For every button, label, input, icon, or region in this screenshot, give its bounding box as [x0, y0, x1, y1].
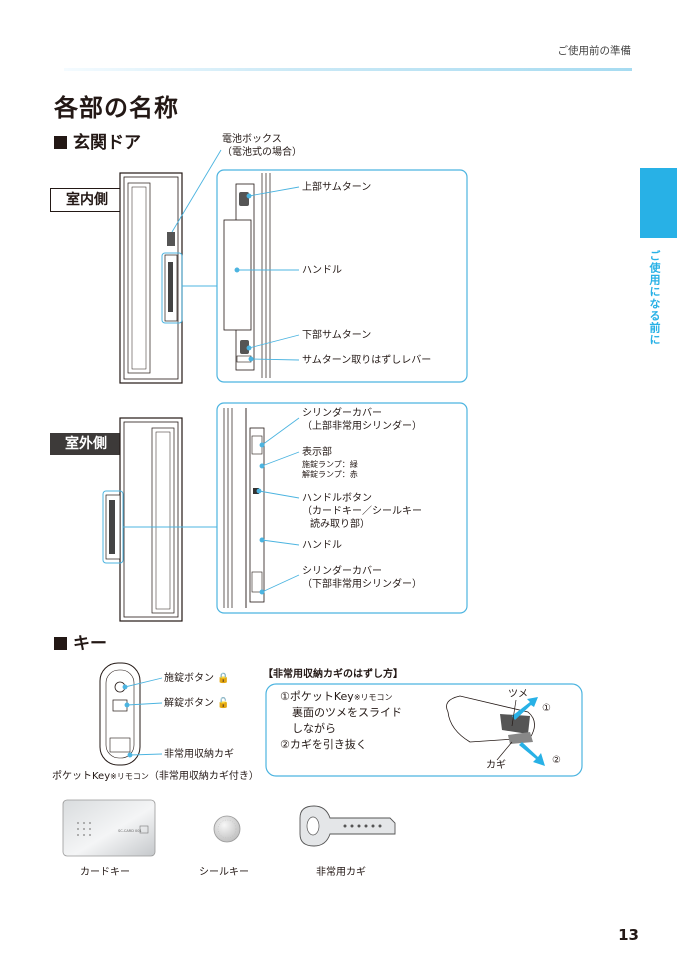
step1-small: ※リモコン: [353, 693, 393, 702]
inside-door-illustration: [119, 172, 183, 384]
removal-steps: ①ポケットKey※リモコン 裏面のツメをスライド しながら ②カギを引き抜く: [280, 689, 402, 753]
label-lock-button: 施錠ボタン 🔒: [164, 672, 230, 685]
inside-leaders: [234, 186, 300, 362]
pocket-key-remote-illustration: [99, 662, 141, 766]
emergency-key-illustration: [299, 805, 396, 847]
step1-text: ①ポケットKey: [280, 690, 354, 703]
page-title: 各部の名称: [54, 94, 179, 122]
lower-cover-note: （下部非常用シリンダー）: [302, 579, 422, 590]
removal-step2: ②カギを引き抜く: [280, 738, 367, 751]
card-key-illustration: SC-CARD 001: [62, 799, 156, 857]
label-emergency-key-storage: 非常用収納カギ: [164, 749, 234, 760]
outside-door-illustration: [105, 417, 183, 622]
card-key-print: SC-CARD 001: [118, 829, 142, 833]
pocket-key-suffix: （非常用収納カギ付き）: [148, 771, 259, 782]
inside-detail-illustration: [223, 173, 271, 378]
unlock-button-text: 解錠ボタン: [164, 698, 214, 709]
bullet-square-icon: [54, 136, 67, 149]
battery-box-note: （電池式の場合）: [222, 147, 302, 158]
key-section-title: キー: [73, 634, 107, 654]
inside-tag: 室内側: [50, 188, 124, 212]
label-lock-lamp: 施錠ランプ：緑: [302, 460, 358, 469]
inside-detail-box: [216, 169, 468, 383]
pocket-key-name: ポケットKey: [52, 771, 111, 782]
lower-cover-title: シリンダーカバー: [302, 566, 382, 577]
label-thumb-turn-release-lever: サムターン取りはずしレバー: [302, 355, 432, 366]
label-tab: ツメ: [508, 689, 528, 700]
label-unlock-button: 解錠ボタン 🔓: [164, 697, 230, 710]
handle-button-title: ハンドルボタン: [302, 493, 372, 504]
removal-step1-line2: 裏面のツメをスライド: [292, 706, 402, 719]
label-key: カギ: [486, 760, 506, 771]
key-leader: [496, 741, 513, 761]
bullet-square-icon: [54, 637, 67, 650]
side-tab-label: ご使用になる前に: [648, 250, 661, 346]
label-upper-thumb-turn: 上部サムターン: [302, 182, 372, 193]
running-header: ご使用前の準備: [557, 45, 632, 57]
seal-key-illustration: [213, 815, 241, 843]
label-seal-key: シールキー: [199, 867, 249, 878]
upper-cover-note: （上部非常用シリンダー）: [302, 421, 422, 432]
lock-icon: 🔒: [217, 673, 230, 684]
remote-removal-illustration: [446, 695, 535, 744]
key-leaders: [122, 677, 163, 758]
label-step-1: ①: [542, 703, 551, 714]
tab-leader: [511, 699, 517, 727]
label-emergency-key: 非常用カギ: [316, 867, 366, 878]
label-display: 表示部: [302, 447, 332, 458]
upper-cover-title: シリンダーカバー: [302, 408, 382, 419]
pull-arrow-icon: [519, 742, 545, 766]
slide-arrow-icon: [512, 697, 538, 720]
label-lower-cylinder-cover: シリンダーカバー （下部非常用シリンダー）: [302, 565, 422, 591]
pocket-key-small: ※リモコン: [110, 772, 149, 781]
handle-button-note1: （カードキー／シールキー: [302, 506, 422, 517]
inside-handle-highlight: [161, 252, 183, 324]
battery-box-title: 電池ボックス: [222, 134, 282, 145]
label-handle-button: ハンドルボタン （カードキー／シールキー 読み取り部）: [302, 492, 422, 531]
key-section-heading: キー: [54, 629, 107, 654]
door-section-title: 玄関ドア: [73, 133, 141, 153]
label-step-2: ②: [552, 755, 561, 766]
label-upper-cylinder-cover: シリンダーカバー （上部非常用シリンダー）: [302, 407, 422, 433]
label-lower-thumb-turn: 下部サムターン: [302, 330, 372, 341]
removal-step1-line3: しながら: [292, 722, 336, 735]
outside-leaders: [256, 417, 300, 595]
page-number: 13: [618, 926, 639, 944]
outside-detail-box: [216, 402, 468, 614]
side-tab-marker: [640, 168, 677, 238]
outside-detail-illustration: [223, 408, 265, 608]
removal-step1-line1: ①ポケットKey※リモコン: [280, 689, 402, 705]
removal-title: 【非常用収納カギのはずし方】: [263, 669, 403, 680]
outside-tag: 室外側: [50, 433, 122, 455]
label-unlock-lamp: 解錠ランプ：赤: [302, 470, 358, 479]
header-rule: [64, 68, 632, 71]
door-section-heading: 玄関ドア: [54, 128, 141, 153]
battery-box-label: 電池ボックス （電池式の場合）: [222, 133, 302, 159]
lock-button-text: 施錠ボタン: [164, 673, 214, 684]
pocket-key-caption: ポケットKey※リモコン（非常用収納カギ付き）: [52, 770, 259, 783]
battery-leader: [171, 149, 222, 233]
handle-button-note2: 読み取り部）: [310, 519, 370, 530]
label-inside-handle: ハンドル: [302, 265, 342, 276]
label-card-key: カードキー: [80, 867, 130, 878]
unlock-icon: 🔓: [217, 698, 230, 709]
label-outside-handle: ハンドル: [302, 540, 342, 551]
